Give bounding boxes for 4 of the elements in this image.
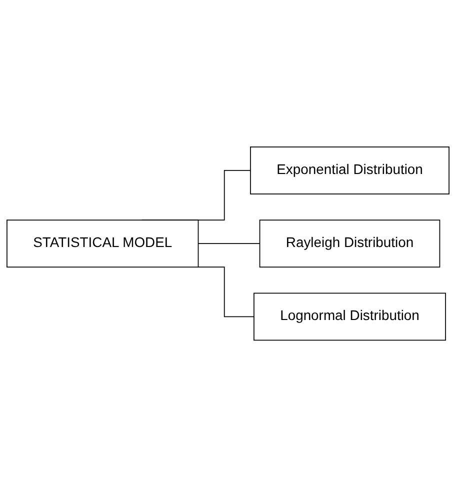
- node-box: Rayleigh Distribution: [259, 220, 440, 268]
- node-box: Lognormal Distribution: [254, 293, 446, 342]
- node-box: STATISTICAL MODEL: [6, 220, 199, 268]
- node-box: Exponential Distribution: [250, 146, 450, 195]
